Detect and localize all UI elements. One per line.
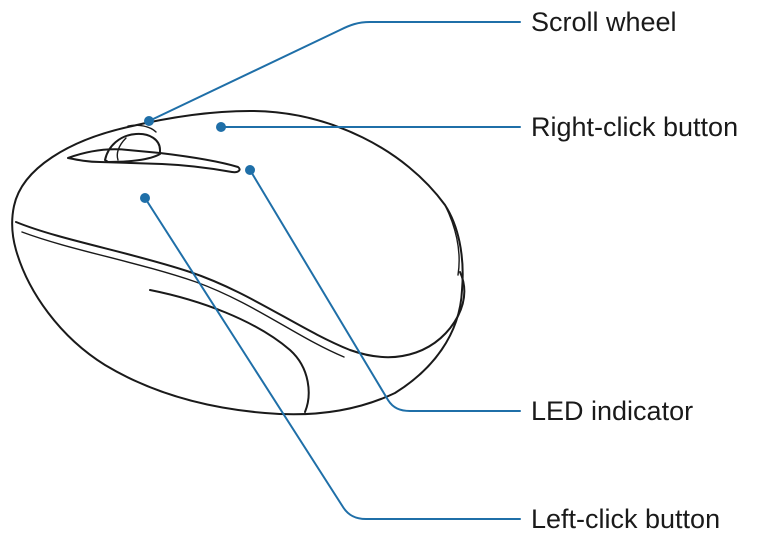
callout-label: Left-click button [531,504,720,534]
callout-leader [249,169,521,412]
callout-label: Right-click button [531,112,738,142]
mouse-right-contour [444,204,460,276]
mouse-scroll-wheel-ridge [116,137,127,161]
callout-left-click: Left-click button [140,193,720,534]
callout-leader [144,197,521,520]
mouse-illustration [11,110,466,416]
mouse-body-outline [11,110,464,416]
mouse-side-grip [149,289,310,413]
callout-right-click: Right-click button [216,112,738,142]
mouse-inner-rim [21,231,345,358]
callout-label: LED indicator [531,396,693,426]
mouse-shell-seam [15,221,466,359]
mouse-scroll-wheel-top [127,124,157,133]
mouse-scroll-wheel [104,132,161,163]
callout-leader [148,21,521,122]
callout-label: Scroll wheel [531,7,677,37]
callout-led: LED indicator [245,165,693,426]
callout-scroll-wheel: Scroll wheel [144,7,677,126]
mouse-button-split [67,148,241,174]
